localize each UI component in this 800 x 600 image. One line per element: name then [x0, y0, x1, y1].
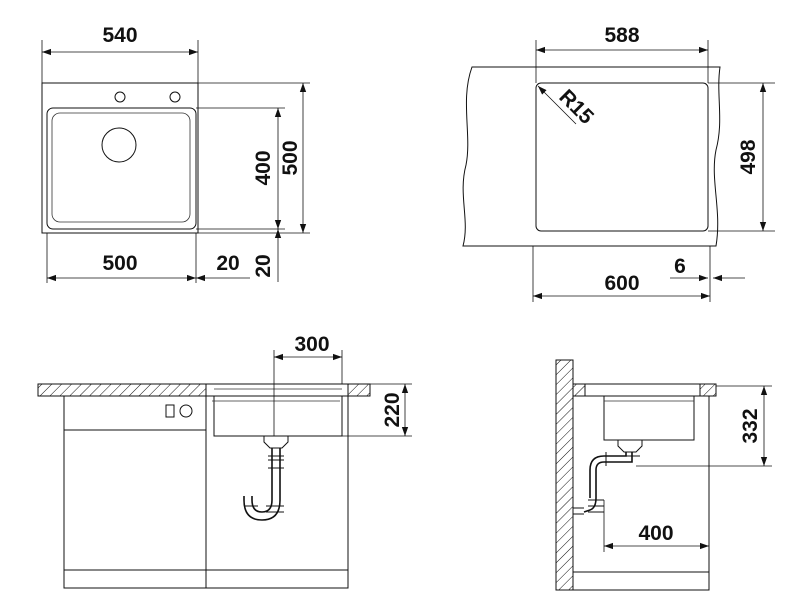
- sink-bowl-section: [205, 383, 349, 437]
- dim-label-drain-offset: 400: [638, 522, 673, 545]
- trap-pipe-side: [583, 452, 633, 513]
- dim-label-offset-right: 20: [216, 252, 239, 275]
- sink-bowl-side: [584, 383, 701, 441]
- trap-pipe: [243, 448, 281, 521]
- bowl-outer-outline: [46, 107, 197, 230]
- worktop-outline: [462, 66, 721, 247]
- worktop-section-left: [37, 383, 207, 397]
- front-section-view: 300 220: [37, 333, 412, 589]
- wall-outlet: [573, 507, 584, 515]
- top-view-sink-plan: 540 500 20 400 500 20: [41, 24, 310, 283]
- drain-fitting: [263, 436, 289, 449]
- worktop-section-front: [699, 383, 717, 397]
- tap-hole-left: [114, 91, 126, 103]
- dim-label-bowl-width: 300: [294, 333, 329, 356]
- dim-label-bowl-depth: 400: [252, 150, 275, 185]
- dim-label-offset-bottom: 20: [252, 254, 275, 277]
- dishwasher-control-icon: [165, 404, 175, 418]
- sink-cabinet: [205, 395, 349, 589]
- dim-label-cutout-width: 600: [604, 272, 639, 295]
- tap-hole-right: [169, 91, 181, 103]
- dim-label-height: 332: [739, 408, 762, 443]
- dim-label-corner-radius: R15: [554, 85, 598, 129]
- worktop-section: [572, 383, 586, 397]
- dishwasher-knob-icon: [179, 404, 193, 418]
- side-cabinet: [572, 395, 710, 591]
- wall-section: [555, 359, 574, 591]
- drain-hole: [101, 127, 137, 163]
- dim-label-bowl-width: 500: [102, 252, 137, 275]
- bowl-inner-outline: [51, 112, 191, 223]
- dim-label-depth: 498: [737, 139, 760, 174]
- side-section-view: 332 400: [555, 359, 772, 591]
- cutout-rectangle: [535, 82, 709, 232]
- dishwasher-cabinet: [63, 395, 207, 589]
- drain-fitting: [617, 440, 643, 453]
- dim-label-gap: 6: [674, 255, 686, 278]
- dim-label-overall-depth: 500: [279, 140, 302, 175]
- radius-leader: [537, 85, 577, 125]
- dim-label-overall-width: 540: [102, 24, 137, 47]
- cutout-view: R15 588 498 600 6: [462, 24, 775, 302]
- dim-label-bowl-height: 220: [381, 392, 404, 427]
- dim-label-width: 588: [604, 24, 639, 47]
- sink-deck-outline: [41, 82, 199, 234]
- worktop-section-right: [347, 383, 371, 397]
